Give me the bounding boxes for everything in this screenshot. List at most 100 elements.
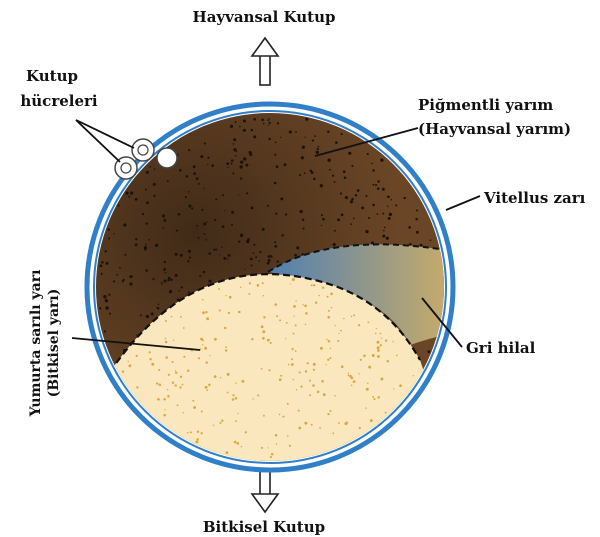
yolk-granule	[234, 441, 237, 444]
pigment-granule	[240, 161, 243, 164]
yolk-granule	[293, 379, 294, 380]
pigment-granule	[200, 155, 203, 158]
pigment-granule	[296, 246, 299, 249]
pigment-granule	[249, 151, 252, 154]
pigment-granule	[113, 233, 114, 234]
pigment-granule	[165, 272, 167, 274]
pigment-granule	[206, 221, 207, 222]
pigment-granule	[167, 180, 169, 182]
yolk-granule	[262, 330, 265, 333]
yolk-granule	[365, 407, 367, 409]
yolk-granule	[313, 363, 316, 366]
pigment-granule	[388, 217, 391, 220]
pigment-granule	[179, 290, 181, 292]
yolk-granule	[392, 341, 393, 342]
yolk-granule	[225, 451, 228, 454]
yolk-granule	[380, 344, 382, 346]
pigment-granule	[313, 178, 316, 181]
yolk-granule	[187, 432, 189, 434]
yolk-granule	[396, 355, 398, 357]
pigment-granule	[243, 130, 244, 131]
yolk-granule	[275, 434, 278, 437]
pigment-granule	[164, 280, 167, 283]
yolk-granule	[337, 340, 339, 342]
pigment-granule	[185, 175, 188, 178]
pigment-granule	[178, 213, 181, 216]
yolk-granule	[367, 383, 368, 384]
pigment-granule	[301, 156, 304, 159]
yolk-granule	[232, 394, 234, 396]
pigment-granule	[304, 172, 306, 174]
pigment-granule	[169, 290, 172, 293]
pigment-granule	[204, 188, 205, 189]
pigment-granule	[158, 304, 160, 306]
yolk-granule	[327, 296, 329, 298]
pigment-granule	[146, 222, 148, 224]
polar-cell-3	[157, 148, 177, 168]
polar-cells-label-line1: Kutup	[26, 67, 78, 85]
yolk-granule	[298, 410, 300, 412]
yolk-granule	[201, 411, 203, 413]
pigment-granule	[205, 239, 207, 241]
yolk-granule	[274, 303, 277, 306]
yolk-granule	[399, 384, 402, 387]
yolk-granule	[221, 420, 223, 422]
yolk-granule	[201, 338, 203, 340]
pigment-granule	[312, 139, 314, 141]
pigment-granule	[156, 307, 158, 309]
vegetal-pole-label: Bitkisel Kutup	[203, 518, 325, 536]
pigment-granule	[227, 258, 228, 259]
pigment-granule	[372, 204, 375, 207]
yolk-granule	[165, 356, 168, 359]
pigment-granule	[377, 187, 380, 190]
yolk-granule	[262, 337, 265, 340]
yolk-granule	[372, 396, 374, 398]
yolk-granule	[192, 400, 194, 402]
yolk-granule	[149, 351, 151, 353]
pigment-granule	[126, 192, 129, 195]
yolk-granule	[198, 357, 200, 359]
pigment-granule	[204, 143, 206, 145]
pigment-granule	[382, 213, 384, 215]
yolk-granule	[291, 363, 294, 366]
yolk-granule	[165, 338, 167, 340]
yolk-granule	[293, 316, 294, 317]
pigment-granule	[351, 198, 354, 201]
pigment-granule	[215, 198, 217, 200]
pigment-granule	[268, 259, 271, 262]
pigment-granule	[384, 227, 386, 229]
animal-pole-label: Hayvansal Kutup	[193, 8, 336, 26]
yolk-granule	[173, 340, 174, 341]
pigment-granule	[302, 219, 304, 221]
pigment-granule	[227, 167, 228, 168]
yolk-granule	[213, 425, 214, 426]
yolk-granule	[299, 371, 301, 373]
yolk-granule	[251, 338, 253, 340]
pigment-granule	[170, 279, 173, 282]
yolk-granule	[358, 324, 360, 326]
pigment-granule	[255, 256, 257, 258]
polar-cell-1	[132, 139, 154, 161]
yolk-granule	[311, 284, 313, 286]
yolk-granule	[257, 284, 260, 287]
pigment-granule	[231, 211, 234, 214]
yolk-granule	[307, 362, 309, 364]
pigment-granule	[277, 260, 279, 262]
pigment-granule	[101, 261, 104, 264]
pigment-granule	[140, 314, 142, 316]
yolk-granule	[164, 409, 165, 410]
pigment-granule	[135, 238, 137, 240]
pigment-granule	[228, 254, 231, 257]
pigment-granule	[258, 260, 260, 262]
yolk-granule	[293, 333, 295, 335]
yolk-granule	[330, 357, 332, 359]
pigment-granule	[145, 244, 147, 246]
yolk-granule	[229, 296, 232, 299]
yolk-granule	[225, 346, 227, 348]
pigment-granule	[427, 350, 430, 353]
yolk-granule	[279, 378, 282, 381]
pigment-granule	[198, 237, 200, 239]
pigment-granule	[149, 166, 151, 168]
yolk-granule	[179, 386, 181, 388]
pigment-granule	[153, 183, 156, 186]
